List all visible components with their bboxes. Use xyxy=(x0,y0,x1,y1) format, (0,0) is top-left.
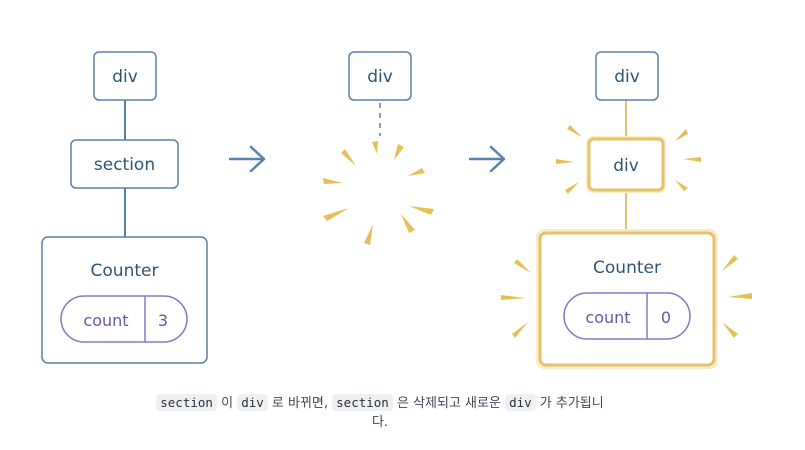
caption-code-section: section xyxy=(156,394,217,411)
new-counter-sparkle-icon xyxy=(501,255,752,338)
before-state-name: count xyxy=(83,311,128,330)
caption-text: 은 삭제되고 새로운 xyxy=(396,396,501,411)
caption-code-div: div xyxy=(505,394,536,411)
caption-text: 가 추가됩니 xyxy=(539,396,604,411)
before-section-label: section xyxy=(94,155,155,175)
arrow-right-icon xyxy=(228,145,266,173)
before-counter-node: Counter count 3 xyxy=(41,236,208,364)
before-root-label: div xyxy=(112,67,138,87)
after-root-label: div xyxy=(614,67,640,87)
new-div-sparkle-icon xyxy=(556,125,701,194)
caption-text: 이 xyxy=(221,396,234,411)
after-new-div-node: div xyxy=(586,136,666,193)
caption-code-div: div xyxy=(237,394,268,411)
caption-code-section: section xyxy=(332,394,393,411)
before-section-node: section xyxy=(70,139,179,189)
figure-caption: section 이 div 로 바뀌면, section 은 삭제되고 새로운 … xyxy=(120,393,640,432)
arrow-right-icon xyxy=(468,145,506,173)
after-counter-label: Counter xyxy=(593,258,661,278)
before-counter-label: Counter xyxy=(91,261,159,281)
before-state-value: 3 xyxy=(158,311,168,330)
after-state-name: count xyxy=(585,308,630,327)
removal-burst-icon xyxy=(323,141,434,245)
after-panel: div div Counter count 0 xyxy=(501,51,752,369)
after-root-node: div xyxy=(595,51,659,101)
transition-root-node: div xyxy=(348,51,412,101)
before-state-pill: count 3 xyxy=(60,295,188,343)
before-root-node: div xyxy=(93,51,157,101)
after-new-div-label: div xyxy=(613,156,639,176)
after-state-pill: count 0 xyxy=(563,292,691,340)
after-state-value: 0 xyxy=(661,308,671,327)
caption-text: 다. xyxy=(371,415,389,430)
caption-text: 로 바뀌면, xyxy=(271,396,329,411)
transition-panel: div xyxy=(323,51,434,245)
after-counter-node: Counter count 0 xyxy=(536,229,718,369)
before-panel: div section Counter count 3 xyxy=(41,51,208,364)
transition-root-label: div xyxy=(367,67,393,87)
